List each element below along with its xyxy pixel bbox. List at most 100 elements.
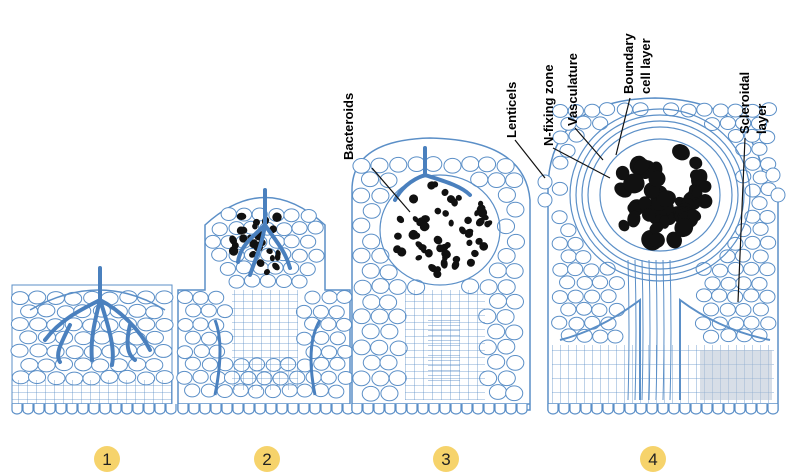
cortical-cell	[308, 221, 323, 234]
epidermal-cell	[352, 404, 362, 414]
cortical-cell	[720, 303, 735, 316]
cortical-cell	[389, 280, 406, 295]
epidermal-cell	[418, 404, 428, 414]
cortical-cell	[507, 356, 524, 371]
epidermal-cell	[484, 404, 494, 414]
epidermal-cell	[374, 404, 384, 414]
cortical-cell	[277, 223, 292, 236]
cortical-cell	[201, 332, 216, 345]
cortical-cell	[336, 318, 351, 331]
cortical-cell	[552, 211, 567, 224]
cortical-cell	[38, 359, 55, 372]
shaded-band	[700, 350, 772, 400]
stage-number: 2	[262, 450, 271, 469]
epidermal-cell	[100, 404, 110, 414]
cortical-cell	[362, 324, 379, 339]
epidermal-cell	[89, 404, 99, 414]
cortical-cell	[21, 359, 38, 372]
epidermal-cell	[133, 404, 143, 414]
cortical-cell	[11, 318, 28, 331]
cortical-cell	[498, 249, 515, 264]
cortical-cell	[292, 249, 307, 262]
cortical-cell	[601, 290, 616, 303]
cortical-cell	[305, 291, 320, 304]
cortical-cell	[599, 103, 614, 116]
cortical-cell	[745, 236, 760, 249]
epidermal-cell	[332, 404, 342, 414]
cortical-cell	[488, 354, 505, 369]
cortical-cell	[193, 292, 208, 305]
vascular-trace	[428, 315, 460, 390]
cortical-cell	[488, 324, 505, 339]
epidermal-cell	[299, 404, 309, 414]
cortical-cell	[372, 279, 389, 294]
epidermal-cell	[178, 404, 188, 414]
label-boundary-line1: Boundary	[621, 33, 636, 94]
cortical-cell	[380, 355, 397, 370]
cortical-cell	[75, 332, 92, 345]
epidermal-cell	[23, 404, 33, 414]
epidermal-cell	[144, 404, 154, 414]
cortical-cell	[212, 223, 227, 236]
epidermal-cell	[462, 404, 472, 414]
cortical-cell	[306, 346, 321, 359]
cortical-cell	[569, 317, 584, 330]
epidermal-cell	[233, 404, 243, 414]
cortical-cell	[276, 275, 291, 288]
cortical-cell	[20, 331, 37, 344]
epidermal-cell	[625, 404, 635, 414]
cortical-cell	[330, 332, 345, 345]
epidermal-cell	[768, 404, 778, 414]
epidermal-cell	[636, 404, 646, 414]
cortical-cell	[193, 370, 208, 383]
cortical-cell	[229, 275, 244, 288]
cortical-cell	[380, 295, 397, 310]
cortical-cell	[292, 222, 307, 235]
cortical-cell	[553, 156, 568, 169]
epidermal-cell	[310, 404, 320, 414]
cortical-cell	[314, 357, 329, 370]
cortical-cell	[185, 384, 200, 397]
label-n-fixing-zone: N-fixing zone	[541, 64, 556, 146]
cortical-cell	[753, 303, 768, 316]
cortical-cell	[146, 331, 163, 344]
cortical-cell	[390, 341, 407, 356]
cortical-cell	[745, 184, 760, 197]
cortical-cell	[338, 345, 353, 358]
epidermal-cell	[680, 404, 690, 414]
cortical-cell	[156, 318, 173, 331]
cortical-cell	[703, 303, 718, 316]
cortical-cell	[297, 332, 312, 345]
cortical-cell	[186, 304, 201, 317]
epidermal-cell	[592, 404, 602, 414]
epidermal-cell	[570, 404, 580, 414]
cortical-cell	[609, 277, 624, 290]
cortical-cell	[389, 309, 406, 324]
cortical-cell	[633, 103, 648, 116]
epidermal-cell	[396, 404, 406, 414]
cortical-cell	[337, 291, 352, 304]
epidermal-cell	[517, 404, 527, 414]
cortical-cell	[30, 344, 47, 357]
cortical-cell	[568, 237, 583, 250]
epidermal-cell	[56, 404, 66, 414]
stage-number: 4	[648, 450, 657, 469]
cortical-cell	[92, 359, 109, 372]
cortical-cell	[752, 277, 767, 290]
epidermal-cell	[255, 404, 265, 414]
epidermal-cell	[506, 404, 516, 414]
label-boundary-line2: cell layer	[638, 38, 653, 94]
stage-badge-3: 3	[433, 446, 459, 472]
cortical-cell	[561, 303, 576, 316]
stage-badge-1: 1	[94, 446, 120, 472]
cortical-cell	[568, 263, 583, 276]
epidermal-cell	[67, 404, 77, 414]
epidermal-cell	[266, 404, 276, 414]
epidermal-cell	[34, 404, 44, 414]
cortical-cell	[297, 384, 312, 397]
meristem	[232, 290, 298, 390]
cortical-cell	[760, 211, 775, 224]
cortical-cell	[761, 317, 776, 330]
cortical-cell	[330, 357, 345, 370]
cortical-cell	[363, 295, 380, 310]
